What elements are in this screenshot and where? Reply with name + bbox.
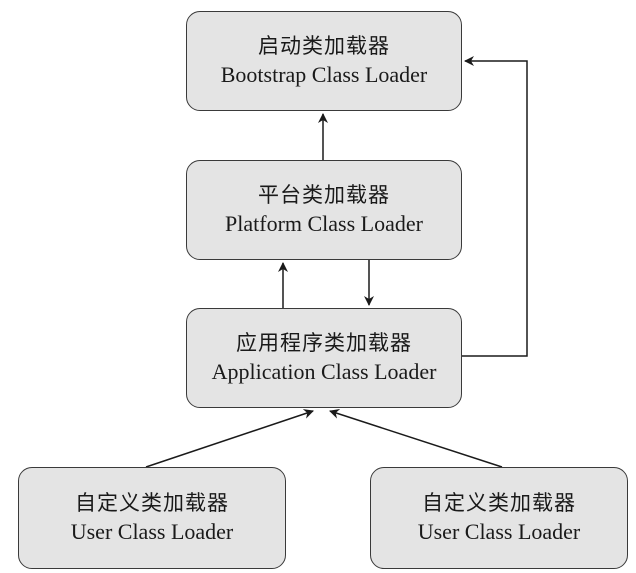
- node-label-en: Bootstrap Class Loader: [220, 62, 428, 87]
- application-class-loader-node: 应用程序类加载器 Application Class Loader: [186, 308, 462, 408]
- node-label-en: Platform Class Loader: [225, 211, 423, 236]
- node-label-zh: 应用程序类加载器: [236, 331, 412, 355]
- node-label-zh: 平台类加载器: [258, 183, 390, 207]
- edge-user-left-to-application: [145, 409, 314, 468]
- edge-user-right-to-application: [329, 409, 503, 468]
- edge-application-to-bootstrap: [462, 56, 528, 357]
- user-class-loader-node-right: 自定义类加载器 User Class Loader: [370, 467, 628, 569]
- node-label-zh: 启动类加载器: [258, 34, 390, 58]
- node-label-en: Application Class Loader: [211, 359, 437, 384]
- platform-class-loader-node: 平台类加载器 Platform Class Loader: [186, 160, 462, 260]
- bootstrap-class-loader-node: 启动类加载器 Bootstrap Class Loader: [186, 11, 462, 111]
- node-label-zh: 自定义类加载器: [422, 491, 576, 515]
- user-class-loader-node-left: 自定义类加载器 User Class Loader: [18, 467, 286, 569]
- node-label-en: User Class Loader: [70, 519, 234, 544]
- node-label-zh: 自定义类加载器: [75, 491, 229, 515]
- node-label-en: User Class Loader: [417, 519, 581, 544]
